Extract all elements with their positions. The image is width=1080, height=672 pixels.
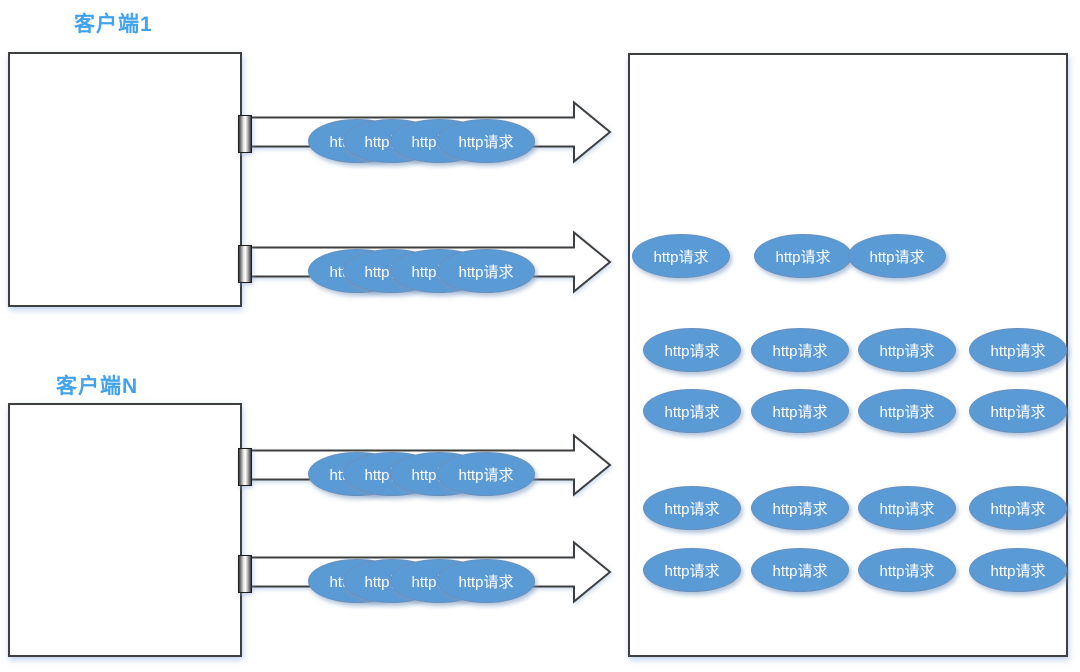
http-request-bubble: http请求	[858, 486, 956, 530]
pipe-connector-icon	[238, 245, 252, 283]
http-request-bubble: http请求	[858, 389, 956, 433]
http-request-bubble: http请求	[643, 486, 741, 530]
http-request-bubble: http请求	[969, 486, 1067, 530]
http-request-bubble: http请求	[858, 328, 956, 372]
http-request-bubble: http请求	[751, 389, 849, 433]
client-n-label: 客户端N	[56, 375, 139, 398]
http-request-bubble: http请求	[751, 486, 849, 530]
http-request-bubble: http请求	[848, 234, 946, 278]
pipe-connector-icon	[238, 555, 252, 593]
pipe-connector-icon	[238, 115, 252, 153]
http-request-bubble: http请求	[437, 452, 535, 496]
http-request-bubble: http请求	[751, 548, 849, 592]
http-request-bubble: http请求	[969, 328, 1067, 372]
http-request-bubble: http请求	[754, 234, 852, 278]
client-n-box	[8, 403, 242, 657]
http-request-bubble: http请求	[632, 234, 730, 278]
http-request-bubble: http请求	[969, 389, 1067, 433]
http-request-bubble: http请求	[751, 328, 849, 372]
pipe-connector-icon	[238, 448, 252, 486]
http-request-bubble: http请求	[643, 328, 741, 372]
http-request-bubble: http请求	[643, 389, 741, 433]
http-request-bubble: http请求	[858, 548, 956, 592]
http-request-bubble: http请求	[437, 559, 535, 603]
http-request-bubble: http请求	[437, 249, 535, 293]
client-1-label: 客户端1	[74, 13, 153, 36]
client-1-box	[8, 52, 242, 307]
http-request-bubble: http请求	[437, 119, 535, 163]
http-request-bubble: http请求	[643, 548, 741, 592]
http-request-bubble: http请求	[969, 548, 1067, 592]
